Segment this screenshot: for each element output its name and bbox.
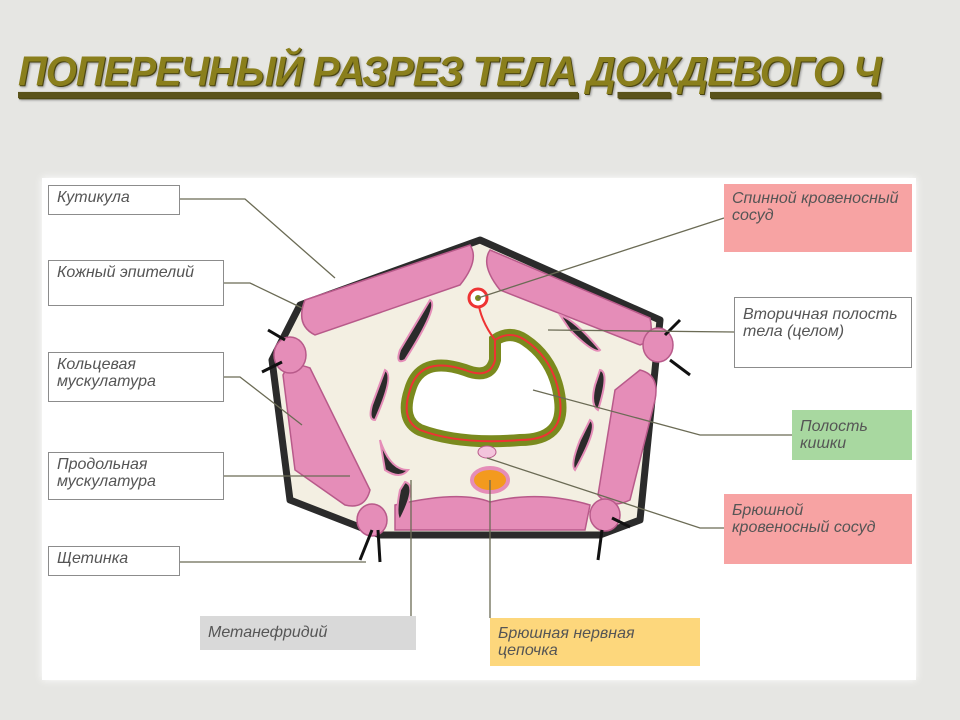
setae (261, 318, 691, 563)
label-seta: Щетинка (48, 546, 180, 576)
label-gut-cavity: Полость кишки (792, 410, 912, 460)
label-longitudinal-muscle: Продольная мускулатура (48, 452, 224, 500)
longitudinal-muscles (273, 244, 674, 537)
label-cuticle: Кутикула (48, 185, 180, 215)
leader-lines (180, 198, 792, 618)
ventral-vessel (477, 445, 497, 459)
label-ventral-vessel: Брюшной кровеносный сосуд (724, 494, 912, 564)
label-circular-muscle: Кольцевая мускулатура (48, 352, 224, 402)
label-metanephridium: Метанефридий (200, 616, 416, 650)
label-coelom: Вторичная полость тела (целом) (734, 297, 912, 368)
label-dorsal-vessel: Спинной кровеносный сосуд (724, 184, 912, 252)
label-nerve-cord: Брюшная нервная цепочка (490, 618, 700, 666)
slide-title: ПОПЕРЕЧНЫЙ РАЗРЕЗ ТЕЛА ДОЖДЕВОГО Ч (18, 48, 881, 96)
label-epithelium: Кожный эпителий (48, 260, 224, 306)
metanephridia (369, 298, 606, 522)
